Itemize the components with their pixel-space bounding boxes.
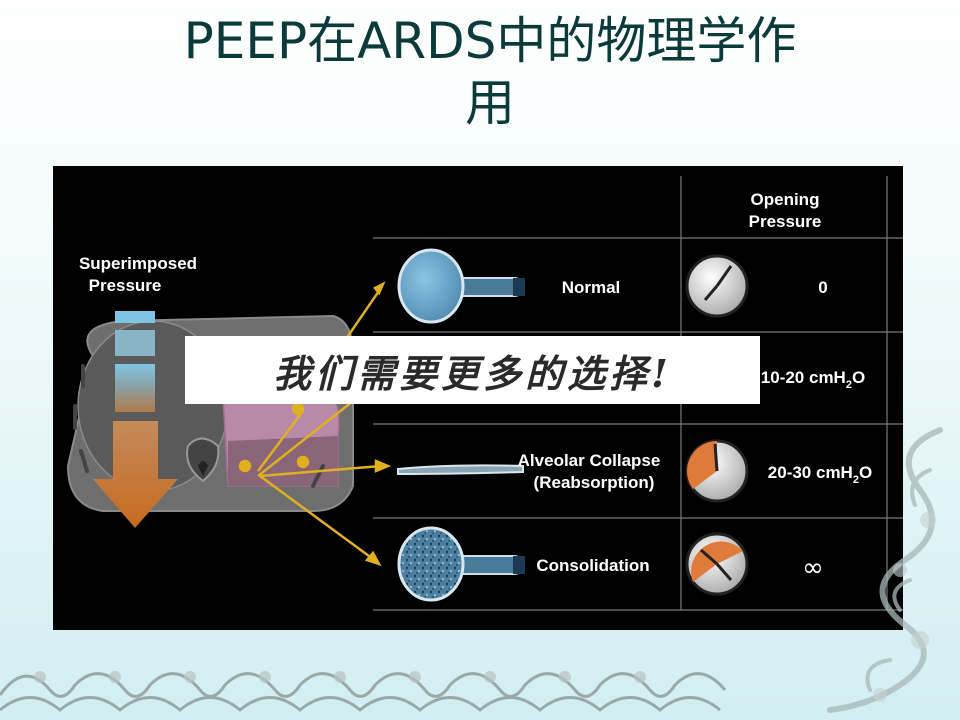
- row-label-normal: Normal: [562, 278, 621, 297]
- alveolus-collapse: [397, 464, 524, 476]
- superimposed-pressure-arrow: [93, 311, 178, 528]
- alveolus-consolidation: [397, 526, 525, 602]
- header-opening: Opening: [751, 190, 820, 209]
- title-line-2: 用: [465, 74, 515, 132]
- header-pressure: Pressure: [749, 212, 822, 231]
- waves-decoration: [0, 671, 727, 712]
- title-line-1: PEEP在ARDS中的物理学作: [183, 12, 797, 70]
- row-label-consolidation: Consolidation: [536, 556, 649, 575]
- row-label-reabsorption: (Reabsorption): [534, 473, 655, 492]
- superimposed-label-2: Pressure: [89, 276, 162, 295]
- slide-title: PEEP在ARDS中的物理学作 用: [140, 10, 840, 134]
- row-label-collapse: Alveolar Collapse: [518, 451, 661, 470]
- gauge-normal: [685, 254, 749, 318]
- pressure-collapse: 20-30 cmH2O: [768, 463, 872, 486]
- gauge-collapse: [685, 439, 749, 503]
- gauge-consolidation: [685, 532, 749, 596]
- overlay-banner: 我们需要更多的选择!: [185, 336, 760, 404]
- pressure-row2: 10-20 cmH2O: [761, 368, 865, 391]
- superimposed-label-1: Superimposed: [79, 254, 197, 273]
- pressure-consolidation: ∞: [802, 553, 824, 583]
- alveolus-normal: [397, 248, 525, 324]
- pressure-normal: 0: [818, 278, 827, 297]
- overlay-text: 我们需要更多的选择!: [273, 350, 672, 396]
- dragon-decoration: [827, 427, 943, 713]
